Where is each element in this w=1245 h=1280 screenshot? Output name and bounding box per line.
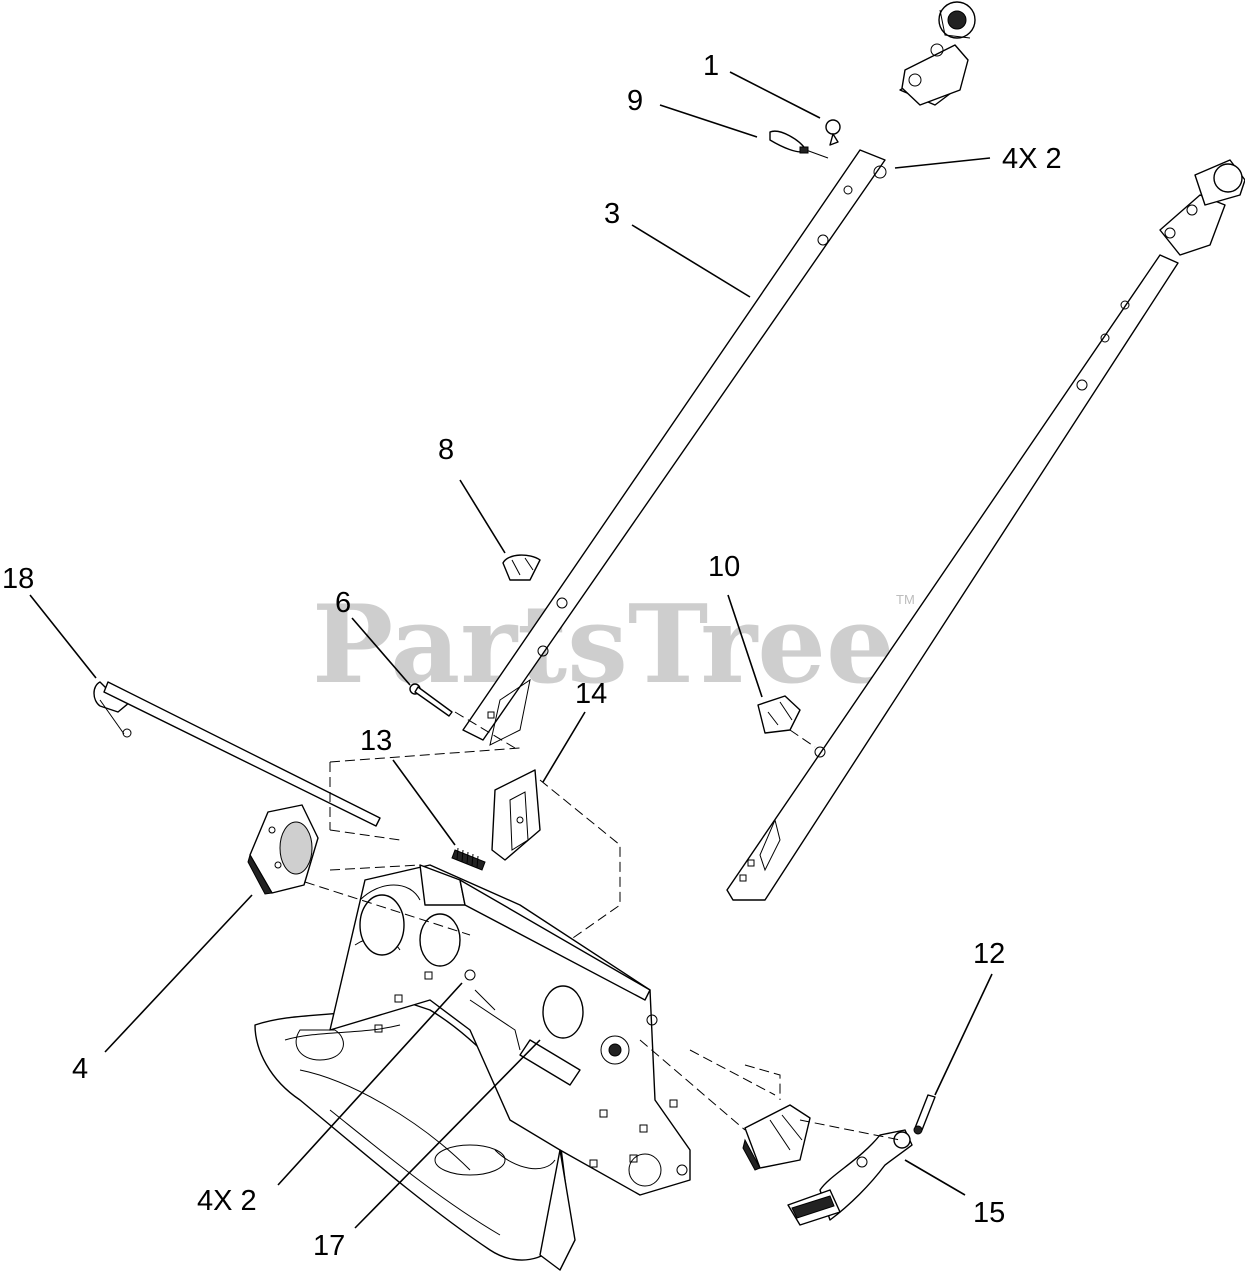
housing-4 — [247, 804, 319, 895]
watermark: PartsTree TM — [312, 582, 915, 708]
callout-12: 12 — [973, 938, 1005, 970]
pedal-15 — [787, 1129, 913, 1226]
handle-shaft-3 — [462, 1, 976, 746]
watermark-trademark: TM — [896, 592, 915, 607]
watermark-text: PartsTree — [312, 582, 895, 708]
callout-8: 8 — [438, 434, 454, 466]
leader-lines — [29, 71, 993, 1229]
alignment-lines — [304, 711, 901, 1141]
spring-13 — [451, 847, 486, 871]
callout-4x2-top: 4X 2 — [1002, 143, 1062, 175]
rod-18 — [93, 681, 381, 827]
callout-9: 9 — [627, 85, 643, 117]
knob-1 — [825, 119, 841, 146]
callout-18: 18 — [2, 563, 34, 595]
bolt-6 — [409, 683, 453, 717]
callout-4: 4 — [72, 1053, 88, 1085]
callout-labels: 1 9 4X 2 3 8 10 18 6 14 13 12 4 4X 2 17 … — [2, 50, 1062, 1262]
clip-8 — [502, 554, 541, 581]
frame-assembly — [254, 864, 691, 1271]
pin-9 — [769, 130, 829, 159]
pin-12 — [913, 1094, 936, 1135]
block-part — [742, 1104, 811, 1171]
callout-1: 1 — [703, 50, 719, 82]
callout-3: 3 — [604, 198, 620, 230]
callout-6: 6 — [335, 587, 351, 619]
plate-14 — [491, 769, 541, 861]
callout-4x2-bottom: 4X 2 — [197, 1185, 257, 1217]
handle-shaft-right — [726, 159, 1245, 901]
bracket-10 — [757, 695, 816, 748]
callout-17: 17 — [313, 1230, 345, 1262]
callout-15: 15 — [973, 1197, 1005, 1229]
callout-13: 13 — [360, 725, 392, 757]
callout-10: 10 — [708, 551, 740, 583]
fastener-top — [873, 165, 887, 179]
callout-14: 14 — [575, 678, 607, 710]
